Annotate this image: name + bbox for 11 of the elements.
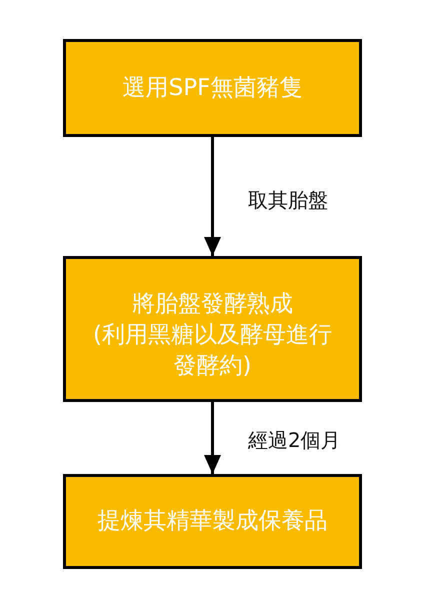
step-text: 提煉其精華製成保養品 — [98, 507, 328, 536]
process-box — [63, 256, 362, 402]
step-heading: 將胎盤發酵熟成 — [132, 290, 293, 318]
arrow — [204, 402, 221, 474]
process-box — [63, 474, 362, 569]
edge-label: 取其胎盤 — [248, 188, 328, 212]
process-box — [63, 39, 362, 137]
step-note: (利用黑糖以及酵母進行發酵約) — [92, 320, 333, 380]
step-text: 選用SPF無菌豬隻 — [122, 74, 302, 102]
edge-label: 經過2個月 — [248, 428, 341, 452]
arrow — [204, 137, 221, 256]
